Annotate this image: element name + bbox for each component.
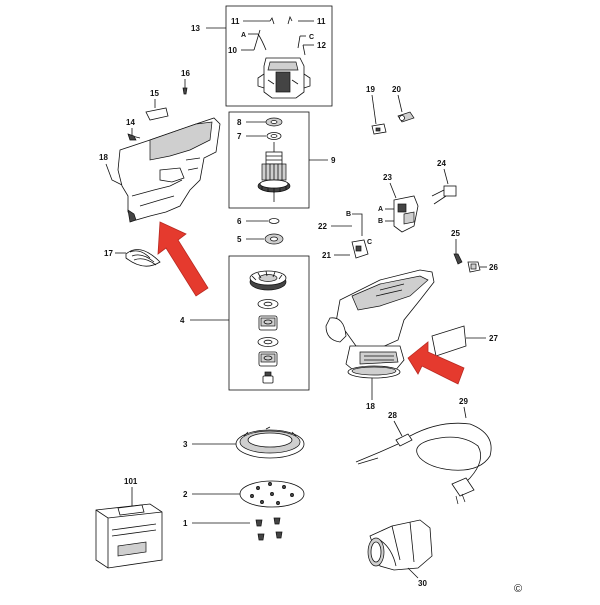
label-18-bottom: 18 xyxy=(366,402,375,411)
power-cord-part-28-29: 28 29 xyxy=(355,397,492,505)
label-2: 2 xyxy=(183,490,188,499)
label-21: 21 xyxy=(322,251,331,260)
sublabel-motor-a: A xyxy=(241,32,246,39)
switch-part-23: 23 A B xyxy=(378,173,419,233)
housing-half-left: 18 14 15 16 xyxy=(99,69,221,223)
sublabel-switch-b: B xyxy=(378,218,383,225)
label-10: 10 xyxy=(228,46,237,55)
assembled-sander: 18 xyxy=(325,269,435,411)
label-17: 17 xyxy=(104,249,113,258)
screws-part-1: 1 xyxy=(183,517,283,541)
wiring-part-22-21: B 22 C 21 xyxy=(318,211,372,260)
label-23: 23 xyxy=(383,173,392,182)
armature-assembly-group: 9 8 7 xyxy=(228,111,336,209)
label-16: 16 xyxy=(181,69,190,78)
eccentric-bearing-lower xyxy=(258,351,278,367)
highlight-arrow-right xyxy=(407,341,465,385)
dust-grille-part-17: 17 xyxy=(104,249,161,267)
label-26: 26 xyxy=(489,263,498,272)
label-30: 30 xyxy=(418,579,427,588)
sublabel-switch-a: A xyxy=(378,206,383,213)
label-28: 28 xyxy=(388,411,397,420)
carry-case-part-101: 101 xyxy=(95,477,163,569)
label-25: 25 xyxy=(451,229,460,238)
label-6: 6 xyxy=(237,217,242,226)
fan xyxy=(249,270,287,291)
sanding-pad-part-2: 2 xyxy=(183,480,305,508)
label-15: 15 xyxy=(150,89,159,98)
label-plate-part-27: 27 xyxy=(431,325,498,357)
washer-part-7 xyxy=(266,132,282,140)
copyright-mark: © xyxy=(514,583,522,595)
label-3: 3 xyxy=(183,440,188,449)
eccentric-screw xyxy=(262,371,274,384)
label-20: 20 xyxy=(392,85,401,94)
washer-part-6 xyxy=(268,218,280,224)
lower-bearings-group: 6 5 xyxy=(237,217,284,245)
label-4: 4 xyxy=(180,316,185,325)
label-9: 9 xyxy=(331,156,336,165)
highlight-arrow-left xyxy=(157,221,209,297)
sublabel-motor-c: C xyxy=(309,34,314,41)
label-18-top: 18 xyxy=(99,153,108,162)
label-11-right: 11 xyxy=(317,17,326,26)
label-7: 7 xyxy=(237,132,242,141)
label-101: 101 xyxy=(124,477,138,486)
sublabel-wire-c: C xyxy=(367,239,372,246)
label-19: 19 xyxy=(366,85,375,94)
label-1: 1 xyxy=(183,519,188,528)
label-8: 8 xyxy=(237,118,242,127)
dust-bag-part-30: 30 xyxy=(367,519,433,588)
small-parts-19-20: 19 20 xyxy=(366,85,415,135)
base-plate-part-3: 3 xyxy=(183,426,305,459)
label-13: 13 xyxy=(191,24,200,33)
small-parts-25-26: 25 26 xyxy=(451,229,498,273)
label-24: 24 xyxy=(437,159,446,168)
eccentric-bearing xyxy=(258,315,278,331)
capacitor-part-24: 24 xyxy=(431,159,457,205)
label-22: 22 xyxy=(318,222,327,231)
motor-brush-assembly-group: 13 11 11 A 10 C 12 xyxy=(191,5,333,107)
eccentric-washer xyxy=(257,299,279,309)
label-5: 5 xyxy=(237,235,242,244)
label-11-left: 11 xyxy=(231,17,240,26)
label-29: 29 xyxy=(459,397,468,406)
sublabel-wire-b: B xyxy=(346,211,351,218)
armature-rotor xyxy=(257,142,291,202)
motor-field-stator xyxy=(257,57,311,99)
label-14: 14 xyxy=(126,118,135,127)
fan-eccentric-group: 4 xyxy=(180,255,310,391)
label-27: 27 xyxy=(489,334,498,343)
label-12: 12 xyxy=(317,41,326,50)
